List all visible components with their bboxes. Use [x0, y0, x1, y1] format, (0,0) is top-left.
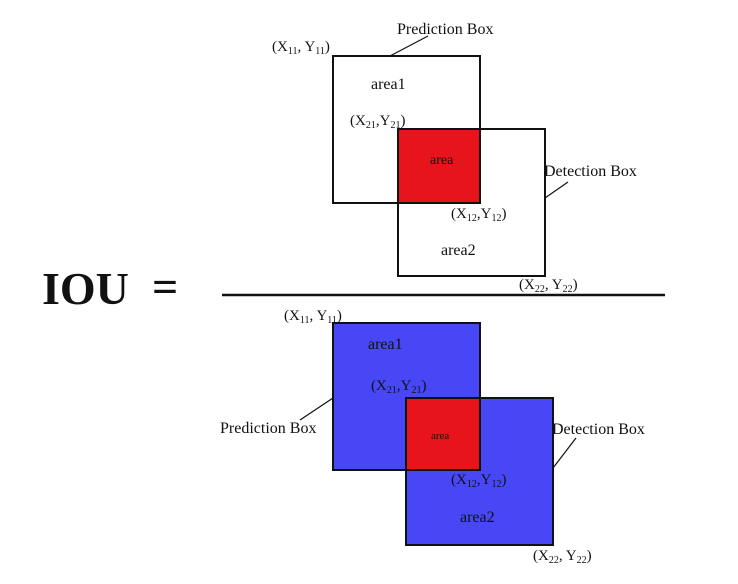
denominator-diagram: Prediction Box Detection Box area1 area2…	[220, 308, 645, 566]
area2-label: area2	[441, 242, 476, 259]
prediction-box-label: Prediction Box	[397, 21, 493, 38]
area2-label: area2	[460, 509, 495, 526]
detection-box-leader	[544, 181, 569, 199]
coord-x12-y12: (X12,Y12)	[451, 206, 506, 224]
detection-box-label: Detection Box	[544, 163, 637, 180]
equals-sign: =	[152, 261, 178, 312]
prediction-box-label: Prediction Box	[220, 420, 316, 437]
intersection-label: area	[430, 153, 454, 168]
coord-x11-y11: (X11, Y11)	[284, 308, 342, 326]
detection-box-leader	[552, 437, 577, 469]
coord-x11-y11: (X11, Y11)	[272, 39, 330, 57]
prediction-box-outline	[332, 322, 481, 471]
intersection-area	[405, 397, 481, 471]
prediction-box-leader	[389, 35, 429, 57]
numerator-diagram: Prediction Box Detection Box area1 area2…	[272, 21, 637, 295]
intersection-label: area	[431, 430, 449, 442]
coord-x22-y22: (X22, Y22)	[519, 277, 578, 295]
coord-x22-y22: (X22, Y22)	[533, 548, 592, 566]
prediction-box-leader	[299, 397, 334, 421]
iou-label: IOU	[42, 263, 129, 314]
detection-box-label: Detection Box	[552, 421, 645, 438]
area1-label: area1	[368, 336, 403, 353]
intersection-area	[397, 128, 481, 204]
area1-label: area1	[371, 76, 406, 93]
